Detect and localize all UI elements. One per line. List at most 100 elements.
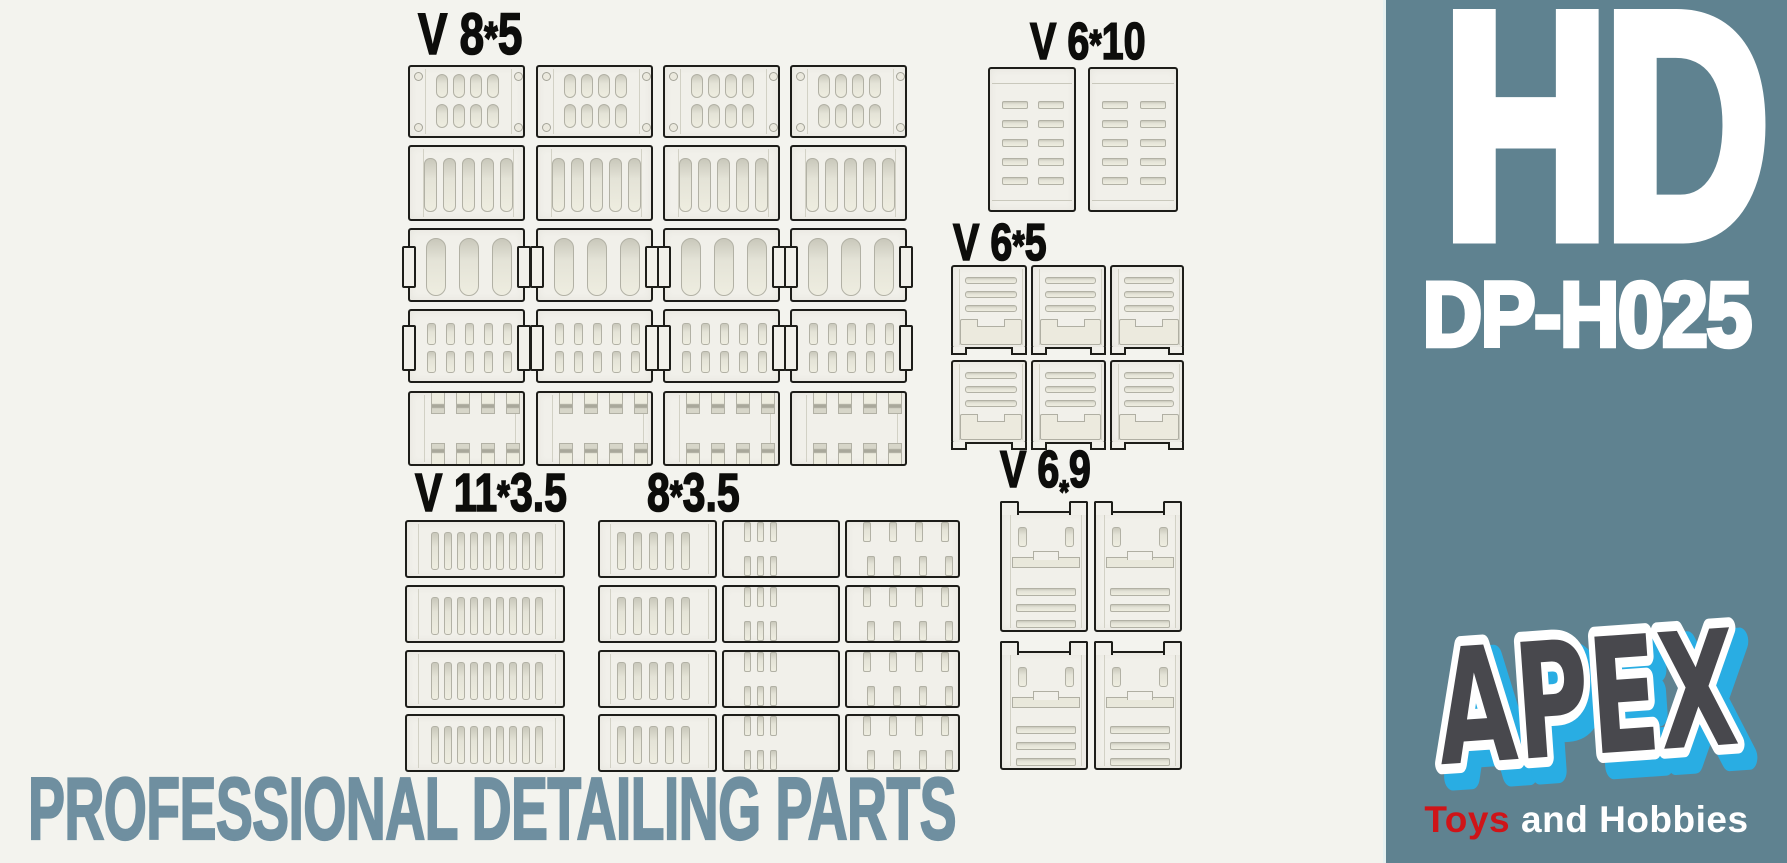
vent-slot [1159, 667, 1168, 687]
vent-slot [649, 726, 658, 764]
vent-slot [867, 556, 875, 576]
panel-line [678, 149, 679, 217]
vent-slot [649, 532, 658, 570]
side-tab [530, 325, 544, 371]
vent-slot [633, 662, 642, 700]
rivet-hole [642, 72, 651, 81]
rivet-hole [414, 123, 423, 132]
vent-slot [564, 74, 576, 98]
rivet-hole [669, 72, 678, 81]
apex-logo: APEX APEX [1386, 596, 1787, 815]
vent-slot [806, 158, 819, 212]
panel-line [766, 69, 767, 134]
vent-slot [1018, 527, 1027, 547]
tab-detail [584, 443, 598, 464]
vent-slot [744, 750, 751, 770]
shoulder [1069, 641, 1088, 655]
vent-slot [470, 662, 478, 700]
vent-slot [757, 686, 764, 706]
tab-detail [711, 443, 725, 464]
vent-slot [965, 386, 1017, 393]
panel-line [418, 654, 419, 704]
vent-slot [679, 158, 692, 212]
rivet-hole [769, 72, 778, 81]
panel-line [555, 654, 556, 704]
vent-slot [492, 238, 512, 296]
star-glyph: * [1012, 222, 1026, 269]
tab-detail [559, 393, 573, 414]
vent-slot [1038, 101, 1064, 109]
group-label-v6x5: V 6*5 [952, 214, 1047, 272]
vent-slot [462, 158, 475, 212]
panel-line [1081, 515, 1082, 628]
vent-slot [757, 750, 764, 770]
vent-slot [725, 104, 737, 128]
vent-slot [757, 556, 764, 576]
side-tab [517, 246, 531, 288]
vent-slot [866, 323, 875, 345]
vent-slot [691, 74, 703, 98]
shoulder [1069, 501, 1088, 515]
vent-slot [649, 597, 658, 635]
vent-slot [574, 351, 583, 373]
step-tab [1033, 691, 1059, 700]
tab-detail [686, 443, 700, 464]
vent-slot [535, 726, 543, 764]
vent-slot [1140, 139, 1166, 147]
panel-line [1039, 364, 1040, 440]
star-glyph: * [497, 473, 511, 521]
hatch-tray [960, 414, 1022, 440]
vent-slot [446, 351, 455, 373]
vent-slot [809, 323, 818, 345]
tab-detail [634, 393, 648, 414]
vent-slot [1002, 101, 1028, 109]
vent-slot [682, 323, 691, 345]
part-v8x5-r4-c3-vent-10-slot [657, 309, 786, 383]
part-v6x5-r2-c2-hatch-vent [1031, 360, 1106, 450]
vent-slot [720, 351, 729, 373]
vent-slot [945, 750, 953, 770]
vent-slot [481, 158, 494, 212]
vent-slot [770, 652, 777, 672]
panel-line [680, 69, 681, 134]
tab-detail [481, 443, 495, 464]
panel-line [555, 589, 556, 639]
vent-slot [852, 104, 864, 128]
part-v8x5-r5-c4-tab-plate-8 [790, 391, 907, 466]
vent-slot [1124, 305, 1174, 312]
rivet-hole [642, 123, 651, 132]
vent-slot [1016, 726, 1076, 734]
tab-detail [863, 393, 877, 414]
vent-slot [496, 597, 504, 635]
vent-slot [893, 556, 901, 576]
vent-slot [965, 400, 1017, 407]
shoulder [1094, 501, 1113, 515]
vent-slot [698, 158, 711, 212]
vent-slot [496, 726, 504, 764]
part-v6x5-r2-c3-hatch-vent [1110, 360, 1184, 450]
vent-slot [587, 238, 607, 296]
tab-detail [813, 393, 827, 414]
vent-slot [863, 652, 871, 672]
vent-slot [535, 597, 543, 635]
panel-line [708, 524, 709, 574]
vent-slot [446, 323, 455, 345]
vent-slot [869, 104, 881, 128]
part-v8x5-r2-c2-vent-5-slot [536, 145, 653, 221]
panel-line [610, 654, 611, 704]
vent-slot [708, 74, 720, 98]
tab-detail [711, 393, 725, 414]
part-v11x35-r2-c1-vent-9-slot [405, 585, 565, 643]
vent-slot [714, 238, 734, 296]
tab-detail [609, 443, 623, 464]
vent-slot [965, 372, 1017, 379]
vent-slot [574, 323, 583, 345]
side-tab [402, 246, 416, 288]
apex-logo-shadow: APEX [1441, 608, 1753, 810]
vent-slot [758, 351, 767, 373]
foot [1168, 347, 1184, 355]
panel-line [1039, 269, 1040, 345]
vent-slot [1016, 604, 1076, 612]
vent-slot [945, 686, 953, 706]
vent-slot [665, 662, 674, 700]
